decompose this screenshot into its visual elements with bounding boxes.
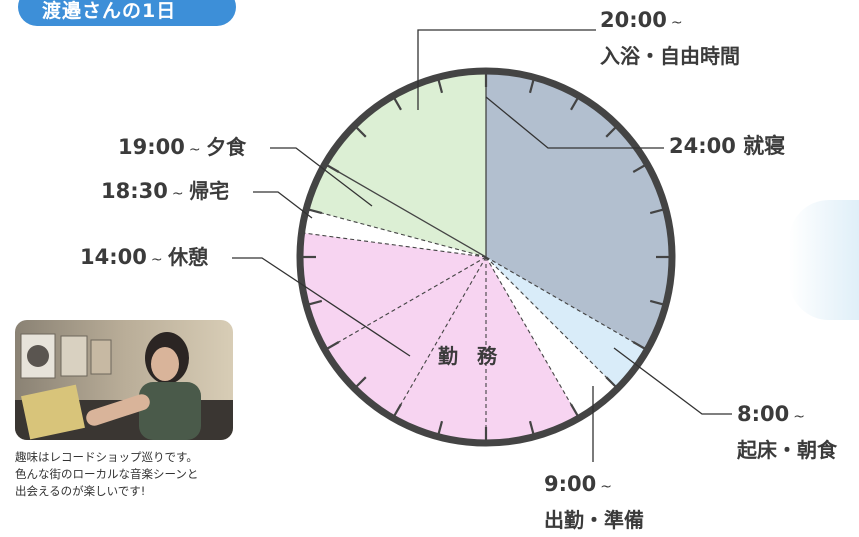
sector-commute — [486, 257, 618, 419]
boundary-line — [324, 163, 487, 258]
hour-tick — [632, 341, 646, 350]
leader-wake — [613, 347, 732, 415]
boundary-line — [324, 256, 487, 351]
label-break-tilde: ~ — [150, 252, 163, 268]
sector-home — [301, 208, 486, 257]
leader-break — [232, 257, 411, 357]
label-dinner-activity: 夕食 — [206, 135, 247, 159]
caption-line: 出会えるのが楽しいです! — [15, 484, 146, 498]
record-shop-photo-illustration — [15, 320, 233, 440]
label-bath: 20:00~ 入浴・自由時間 — [600, 4, 740, 73]
label-wake-tilde: ~ — [793, 409, 805, 425]
label-home-tilde: ~ — [171, 186, 184, 202]
hour-tick — [632, 164, 646, 173]
hour-tick — [570, 403, 579, 417]
label-commute: 9:00~ 出勤・準備 — [544, 468, 644, 537]
hour-tick — [308, 299, 323, 306]
label-wake: 8:00~ 起床・朝食 — [737, 398, 837, 467]
label-bath-activity: 入浴・自由時間 — [600, 44, 740, 68]
hour-tick — [326, 164, 340, 173]
label-commute-activity: 出勤・準備 — [544, 508, 644, 532]
hour-tick — [570, 97, 579, 111]
label-commute-time: 9:00 — [544, 472, 597, 496]
boundary-line — [301, 232, 487, 258]
label-sleep-text: 24:00 就寝 — [669, 134, 786, 158]
hour-tick — [649, 208, 664, 215]
hour-tick — [528, 420, 535, 435]
clock-ring — [296, 67, 676, 447]
hour-tick — [605, 376, 617, 388]
leader-sleep — [485, 96, 664, 149]
hour-tick — [355, 376, 367, 388]
hour-tick — [355, 126, 367, 138]
hour-tick — [605, 126, 617, 138]
label-dinner: 19:00~ 夕食 — [118, 134, 246, 163]
label-break: 14:00~ 休憩 — [80, 244, 208, 273]
leader-bath — [417, 29, 596, 110]
photo-caption: 趣味はレコードショップ巡りです。 色んな街のローカルな音楽シーンと 出会えるのが… — [15, 449, 198, 500]
boundary-line — [485, 256, 648, 351]
hour-tick — [649, 299, 664, 306]
label-bath-tilde: ~ — [670, 15, 683, 31]
label-wake-activity: 起床・朝食 — [737, 438, 837, 462]
label-break-activity: 休憩 — [168, 245, 209, 269]
boundary-line — [485, 256, 580, 419]
hour-tick — [437, 79, 444, 94]
hour-tick — [528, 79, 535, 94]
sector-dinner — [306, 164, 486, 257]
hour-tick — [308, 208, 323, 215]
sector-sleep — [486, 71, 673, 350]
caption-line: 色んな街のローカルな音楽シーンと — [15, 467, 199, 481]
label-home-time: 18:30 — [101, 179, 168, 203]
label-home-activity: 帰宅 — [189, 179, 230, 203]
caption-line: 趣味はレコードショップ巡りです。 — [15, 450, 198, 464]
label-commute-tilde: ~ — [600, 479, 612, 495]
label-wake-time: 8:00 — [737, 402, 790, 426]
label-dinner-tilde: ~ — [188, 142, 201, 158]
label-sleep: 24:00 就寝 — [669, 133, 785, 161]
hour-tick — [393, 97, 402, 111]
hour-tick — [437, 420, 444, 435]
label-bath-time: 20:00 — [600, 8, 667, 32]
hour-tick — [326, 341, 340, 350]
label-dinner-time: 19:00 — [118, 135, 185, 159]
work-label: 勤 務 — [438, 344, 503, 368]
background-decoration — [789, 200, 859, 320]
hobby-photo — [15, 320, 233, 440]
hour-tick — [393, 403, 402, 417]
boundary-line — [306, 208, 487, 258]
leader-home — [253, 191, 313, 219]
label-break-time: 14:00 — [80, 245, 147, 269]
page-title: 渡邉さんの1日 — [18, 0, 236, 26]
leader-dinner — [270, 147, 373, 207]
label-home: 18:30~ 帰宅 — [101, 178, 229, 207]
boundary-line — [485, 256, 618, 389]
sector-wake — [486, 257, 648, 389]
boundary-line — [392, 256, 487, 419]
